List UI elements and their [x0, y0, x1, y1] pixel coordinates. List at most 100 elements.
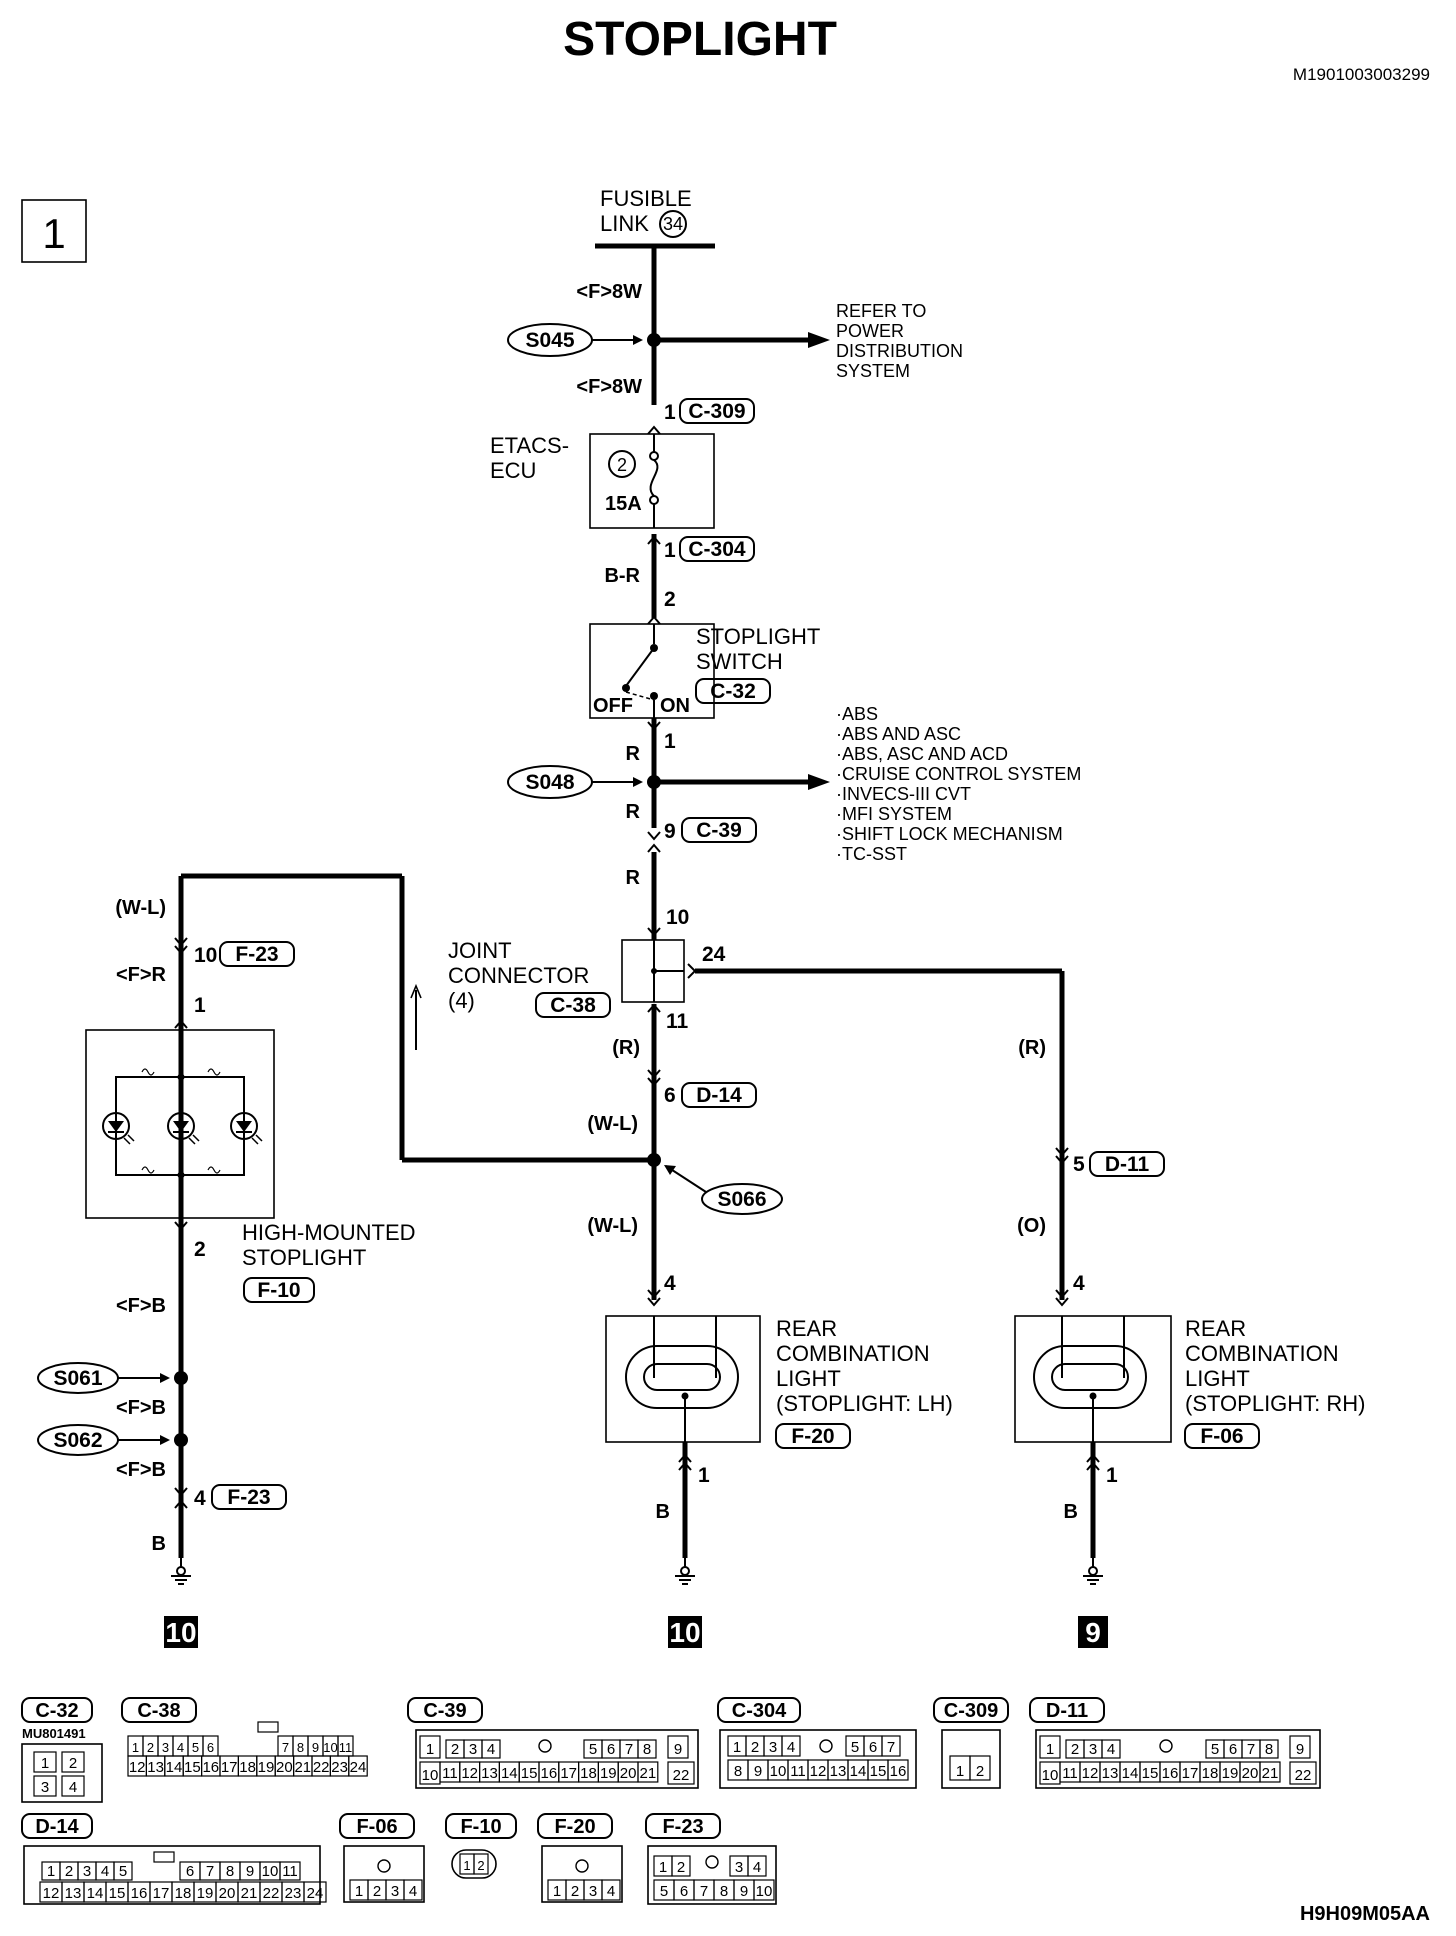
legend-c39-pin: 6	[607, 1741, 615, 1758]
systems-item-3: ·ABS, ASC AND ACD	[836, 744, 1008, 764]
legend-f23-pin: 5	[660, 1883, 668, 1900]
legend-c39-pin: 21	[640, 1765, 657, 1782]
legend-d14-pin: 5	[119, 1863, 127, 1880]
legend-c32-tag	[21, 1697, 93, 1723]
pin-f23-4: 4	[194, 1487, 206, 1510]
legend-c39-tag-label: C-39	[423, 1700, 466, 1722]
wire-color-fb-3: <F>B	[116, 1459, 166, 1481]
legend-c38-pin: 2	[147, 1740, 154, 1755]
legend-d14-pin: 22	[263, 1885, 280, 1902]
lamp-icon-3	[230, 1112, 263, 1145]
legend-c38-pin: 10	[323, 1740, 337, 1755]
legend-c38-pin: 23	[331, 1759, 348, 1776]
etacs-ecu-box	[589, 433, 715, 529]
page-index-box	[21, 199, 87, 263]
legend-c38-pin: 1	[132, 1740, 139, 1755]
systems-item-4: ·CRUISE CONTROL SYSTEM	[836, 764, 1081, 784]
legend-d14-pin: 21	[241, 1885, 258, 1902]
legend-c304-pin: 10	[770, 1763, 787, 1780]
legend-c39-pin: 15	[521, 1765, 538, 1782]
connector-f23-a: F-23	[235, 943, 278, 966]
legend-d14-pin: 3	[83, 1863, 91, 1880]
pin-d14: 6	[664, 1084, 676, 1107]
legend-c38-pin: 3	[162, 1740, 169, 1755]
ground-page-center: 10	[669, 1617, 700, 1648]
lamp-icon-1	[102, 1112, 135, 1145]
legend-c32-pin: 2	[69, 1755, 77, 1772]
legend-d11-pin: 7	[1247, 1741, 1255, 1758]
wire-color-br: B-R	[604, 565, 640, 587]
joint-connector-label-1: JOINT	[448, 938, 512, 963]
legend-d14-pin: 9	[246, 1863, 254, 1880]
ground-page-center-box	[668, 1616, 702, 1648]
legend-c39-pin: 11	[442, 1765, 458, 1782]
legend-f23-tag	[645, 1813, 721, 1839]
legend-f23-pin: 2	[677, 1859, 685, 1876]
legend-d11-tag-label: D-11	[1046, 1700, 1088, 1722]
legend-c38-tag	[121, 1697, 197, 1723]
splice-dot-s061	[174, 1371, 188, 1385]
bulb-rh-outer	[1033, 1345, 1147, 1409]
legend-d11-pin: 2	[1071, 1741, 1079, 1758]
legend-d11-pin: 6	[1229, 1741, 1237, 1758]
pin-c32-2: 2	[664, 588, 676, 611]
legend-d14-pin: 14	[87, 1885, 104, 1902]
legend-d14-pin: 17	[153, 1885, 170, 1902]
legend-c32-tag-label: C-32	[35, 1700, 78, 1722]
splice-s048-label: S048	[525, 771, 574, 794]
page-index: 1	[42, 210, 65, 257]
splice-s062-label: S062	[53, 1429, 102, 1452]
legend-c309-pin: 2	[976, 1763, 984, 1780]
legend-c38-pin: 8	[297, 1740, 304, 1755]
connector-f06: F-06	[1200, 1425, 1243, 1448]
rear-lh-label-1: REAR	[776, 1316, 837, 1341]
legend-f06-tag	[339, 1813, 415, 1839]
switch-off: OFF	[593, 695, 633, 717]
legend-c39-pin: 1	[426, 1741, 434, 1758]
ground-page-left: 10	[165, 1617, 196, 1648]
wire-color-fb-1: <F>B	[116, 1295, 166, 1317]
legend-d14-pin: 11	[282, 1863, 298, 1880]
pin-f10-2: 2	[194, 1238, 206, 1261]
legend-c38-pin: 22	[313, 1759, 330, 1776]
refer-to-1: REFER TO	[836, 301, 926, 321]
etacs-label-2: ECU	[490, 458, 536, 483]
fuse-symbol	[649, 459, 659, 497]
legend-c304-pin: 13	[830, 1763, 847, 1780]
legend-d14-tag-label: D-14	[35, 1816, 79, 1838]
legend-c38-pin: 9	[312, 1740, 319, 1755]
figure-code: H9H09M05AA	[1300, 1903, 1430, 1925]
legend-f23-pin: 1	[659, 1859, 667, 1876]
connector-c32: C-32	[710, 680, 756, 703]
legend-c32-pin: 3	[41, 1779, 49, 1796]
legend-d11-pin: 10	[1042, 1767, 1059, 1784]
connector-f20: F-20	[791, 1425, 834, 1448]
legend-c38-pin: 19	[258, 1759, 275, 1776]
legend-c38-pin: 6	[207, 1740, 214, 1755]
legend-f10-pin: 1	[463, 1858, 470, 1873]
connector-c309-tag	[679, 398, 755, 424]
legend-c38-pin: 15	[184, 1759, 201, 1776]
ground-page-right: 9	[1085, 1617, 1101, 1648]
legend-d11-pin: 21	[1262, 1765, 1279, 1782]
pin-f10-1: 1	[194, 994, 206, 1017]
legend-d11-pin: 19	[1222, 1765, 1239, 1782]
legend-c38-pin: 16	[202, 1759, 219, 1776]
pin-c38-11: 11	[666, 1010, 689, 1033]
legend-d11-pin: 17	[1182, 1765, 1199, 1782]
legend-f23-pin: 10	[756, 1883, 773, 1900]
legend-c39-tag	[407, 1697, 483, 1723]
splice-dot-s062	[174, 1433, 188, 1447]
legend-f20-tag	[537, 1813, 613, 1839]
legend-c39-pin: 20	[620, 1765, 637, 1782]
legend-d14-tag	[21, 1813, 93, 1839]
legend-d14-pin: 13	[65, 1885, 82, 1902]
doc-code: M1901003003299	[1293, 65, 1430, 84]
connector-d11: D-11	[1105, 1153, 1150, 1176]
legend-c32-pin: 1	[41, 1755, 49, 1772]
legend-d14-pin: 16	[131, 1885, 148, 1902]
high-mounted-label-1: HIGH-MOUNTED	[242, 1220, 416, 1245]
legend-c39-pin: 22	[673, 1767, 690, 1784]
switch-on: ON	[660, 695, 690, 717]
legend-f23-pin: 8	[720, 1883, 728, 1900]
